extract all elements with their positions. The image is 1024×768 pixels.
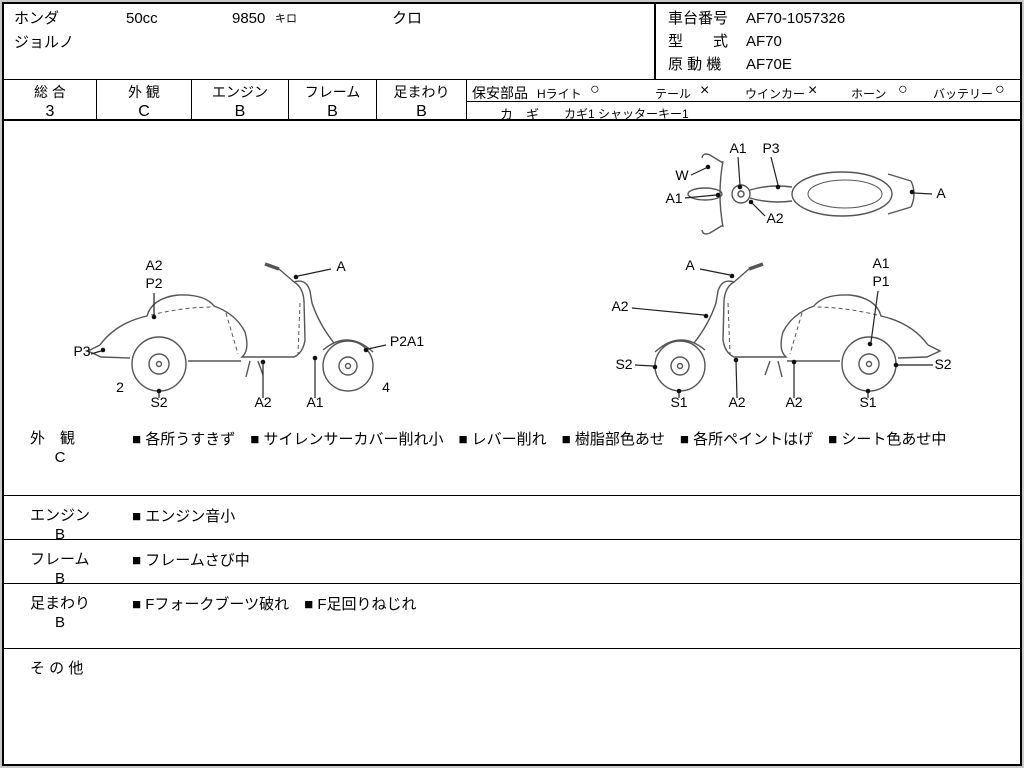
model-code-label: 型 式 — [668, 33, 729, 50]
note-label: 外 観 — [30, 430, 76, 447]
damage-code-label: A1 — [665, 190, 682, 206]
displacement: 50cc — [126, 10, 158, 27]
note-label: そ の 他 — [30, 660, 84, 677]
note-text: ■ Fフォークブーツ破れ ■ F足回りねじれ — [132, 596, 417, 613]
note-label: エンジン — [30, 507, 91, 524]
damage-code-label: S2 — [150, 394, 167, 410]
damage-code-label: A2 — [254, 394, 271, 410]
note-text: ■ 各所うすきず ■ サイレンサーカバー削れ小 ■ レバー削れ ■ 樹脂部色あせ… — [132, 431, 947, 448]
mileage-unit: キロ — [275, 13, 297, 25]
battery-label: バッテリー — [933, 87, 994, 101]
damage-code-label: A — [936, 185, 946, 201]
damage-diagram: A2 P2 A P3 2 S2 A2 A1 P2A1 4 A A1 P1 A2 … — [73, 140, 951, 410]
engine-code-value: AF70E — [746, 56, 792, 73]
safety-divider — [467, 101, 1020, 102]
safety-parts-section: 保安部品 Hライト ○ テール × ウインカー × ホーン ○ バッテリー ○ … — [467, 80, 1020, 122]
leader-lines — [90, 156, 933, 399]
headlight-mark: ○ — [590, 81, 600, 98]
damage-code-label: S2 — [615, 356, 632, 372]
chassis-number: AF70-1057326 — [746, 10, 846, 27]
damage-code-label: A1 — [729, 140, 746, 156]
rating-value: C — [138, 103, 150, 120]
winker-label: ウインカー — [745, 87, 806, 101]
note-label: フレーム — [30, 551, 90, 568]
rating-value: B — [234, 103, 246, 120]
damage-code-label: 4 — [382, 379, 390, 395]
damage-code-label: 2 — [116, 379, 124, 395]
note-grade: C — [54, 449, 66, 466]
mileage-value: 9850 — [232, 10, 266, 27]
rating-value: 3 — [45, 103, 55, 120]
engine-code-label: 原 動 機 — [668, 56, 722, 73]
damage-code-label: P3 — [762, 140, 779, 156]
leader-dots — [100, 164, 915, 394]
battery-mark: ○ — [995, 81, 1005, 98]
damage-code-label: A1 — [872, 255, 889, 271]
rating-engine: エンジン B — [192, 80, 289, 120]
taillight-mark: × — [700, 82, 710, 99]
note-row-frame: フレーム B ■ フレームさび中 — [4, 540, 1020, 587]
damage-code-label: A — [336, 258, 346, 274]
rating-label: 足まわり — [393, 84, 450, 100]
damage-code-label: S1 — [670, 394, 687, 410]
scooter-right-side-view — [653, 262, 942, 393]
damage-code-label: A2 — [728, 394, 745, 410]
damage-code-label: A2 — [785, 394, 802, 410]
rating-label: 総 合 — [34, 84, 66, 100]
horn-mark: ○ — [898, 81, 908, 98]
model-name: ジョルノ — [14, 34, 75, 51]
model-code-value: AF70 — [746, 33, 782, 50]
damage-code-label: A2 — [145, 257, 162, 273]
rating-value: B — [416, 103, 427, 120]
damage-labels: A2 P2 A P3 2 S2 A2 A1 P2A1 4 A A1 P1 A2 … — [73, 140, 951, 410]
rating-overall: 総 合 3 — [4, 80, 97, 120]
damage-code-label: P1 — [872, 273, 889, 289]
note-grade: B — [54, 526, 65, 543]
note-row-undercarriage: 足まわり B ■ Fフォークブーツ破れ ■ F足回りねじれ — [4, 584, 1020, 649]
note-grade: B — [54, 570, 65, 587]
scooter-left-side-view — [86, 262, 375, 393]
maker-name: ホンダ — [14, 10, 60, 27]
note-row-other: そ の 他 — [4, 649, 1020, 764]
chassis-label: 車台番号 — [668, 10, 729, 27]
color-name: クロ — [392, 10, 423, 27]
header-divider — [654, 4, 656, 79]
damage-code-label: S1 — [859, 394, 876, 410]
headlight-label: Hライト — [537, 87, 582, 101]
damage-code-label: W — [675, 167, 689, 183]
rating-exterior: 外 観 C — [97, 80, 192, 120]
damage-code-label: S2 — [934, 356, 951, 372]
note-grade: B — [54, 614, 65, 631]
damage-code-label: A2 — [766, 210, 783, 226]
rating-label: フレーム — [304, 84, 361, 100]
horn-label: ホーン — [851, 87, 887, 101]
damage-code-label: A — [685, 257, 695, 273]
note-text: ■ エンジン音小 — [132, 508, 236, 525]
condition-notes-section: 外 観 C ■ 各所うすきず ■ サイレンサーカバー削れ小 ■ レバー削れ ■ … — [4, 419, 1020, 764]
key-value: カギ1 シャッターキー1 — [564, 107, 689, 121]
note-label: 足まわり — [30, 595, 91, 612]
note-row-engine: エンジン B ■ エンジン音小 — [4, 496, 1020, 543]
note-row-exterior: 外 観 C ■ 各所うすきず ■ サイレンサーカバー削れ小 ■ レバー削れ ■ … — [4, 419, 1020, 496]
header-section: ホンダ 50cc 9850 キロ クロ ジョルノ 車台番号 AF70-10573… — [4, 4, 1020, 79]
rating-undercarriage: 足まわり B — [377, 80, 467, 120]
taillight-label: テール — [655, 87, 692, 101]
rating-frame: フレーム B — [289, 80, 377, 120]
damage-code-label: P2 — [145, 275, 162, 291]
rating-label: エンジン — [212, 84, 268, 100]
rating-value: B — [327, 103, 338, 120]
damage-code-label: P2A1 — [390, 333, 424, 349]
note-text: ■ フレームさび中 — [132, 552, 250, 569]
rating-label: 外 観 — [128, 84, 160, 100]
damage-code-label: P3 — [73, 343, 90, 359]
key-label: カ ギ — [500, 107, 540, 122]
winker-mark: × — [808, 82, 818, 99]
scooter-top-view — [687, 153, 915, 235]
damage-code-label: A1 — [306, 394, 323, 410]
damage-code-label: A2 — [611, 298, 628, 314]
safety-parts-title: 保安部品 — [472, 85, 528, 101]
ratings-row: 総 合 3 外 観 C エンジン B フレーム B 足まわり B 保安部品 Hラ… — [4, 79, 1020, 122]
